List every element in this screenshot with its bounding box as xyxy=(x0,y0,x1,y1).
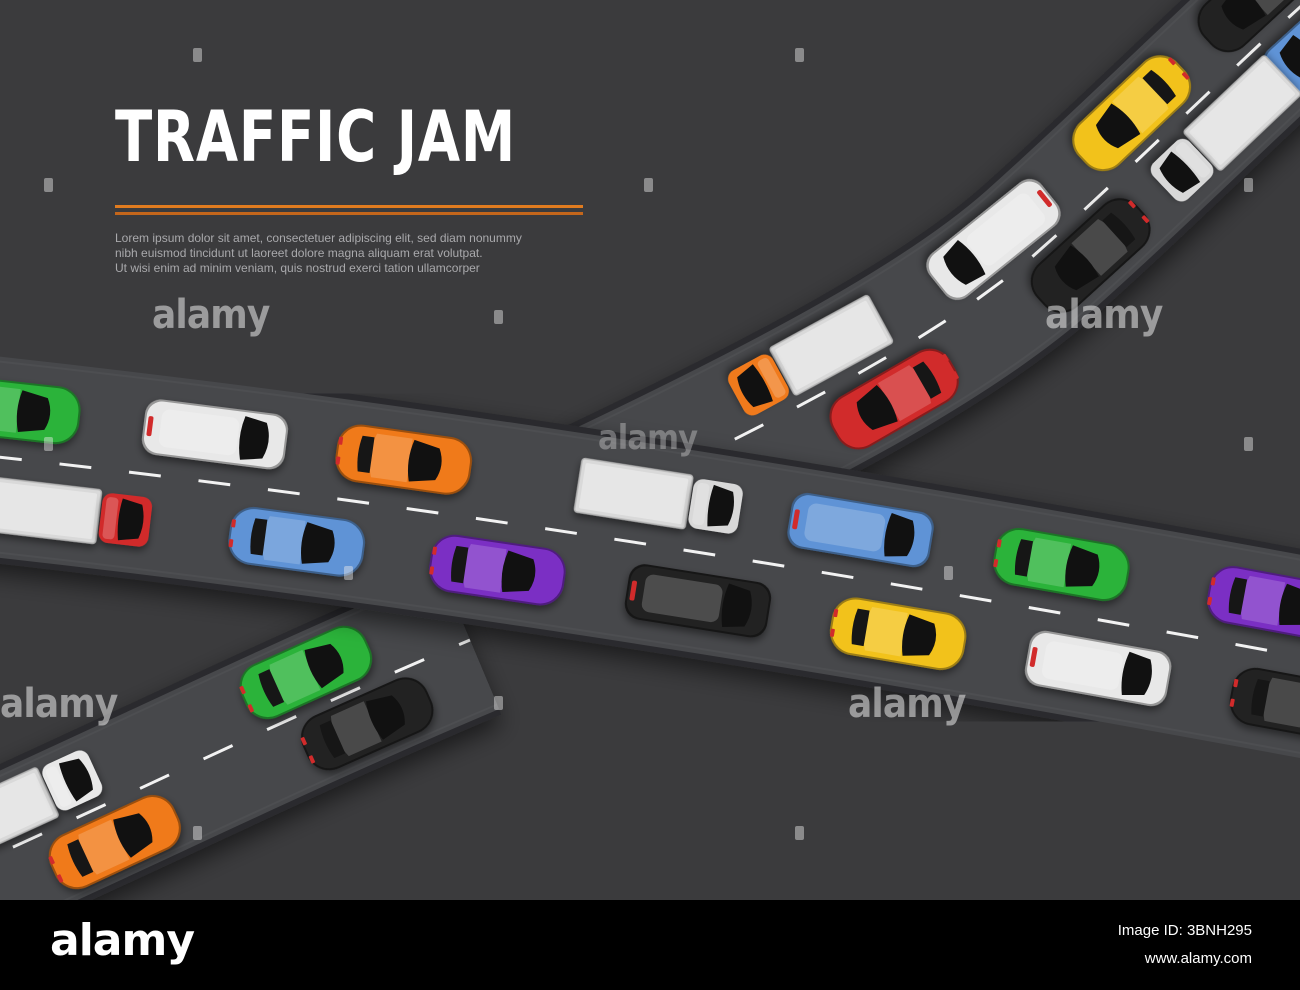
vehicle-van xyxy=(1024,630,1172,707)
body-line: Lorem ipsum dolor sit amet, consectetuer… xyxy=(115,231,522,245)
vehicle-truck xyxy=(728,295,894,416)
watermark-mark xyxy=(795,48,804,62)
image-id-label: Image ID: 3BNH295 xyxy=(1117,922,1252,939)
vehicle-car xyxy=(993,527,1130,602)
watermark-mark xyxy=(44,437,53,451)
road-lower xyxy=(0,565,502,900)
watermark-mark xyxy=(1244,178,1253,192)
vehicle-car xyxy=(829,597,967,671)
vehicle-car xyxy=(239,625,373,720)
vehicle-car xyxy=(0,376,81,445)
vehicle-van xyxy=(926,179,1061,301)
watermark-mark xyxy=(944,566,953,580)
road-upper xyxy=(563,0,1300,583)
vehicle-truck xyxy=(0,476,152,547)
watermark-mark xyxy=(1244,437,1253,451)
vehicle-car xyxy=(1197,0,1300,53)
vehicle-car xyxy=(429,534,566,606)
poster-body-text: Lorem ipsum dolor sit amet, consectetuer… xyxy=(115,231,595,276)
vehicle-truck xyxy=(1150,55,1300,202)
traffic-jam-poster: TRAFFIC JAM Lorem ipsum dolor sit amet, … xyxy=(0,0,1300,900)
vehicle-car xyxy=(1030,198,1151,313)
watermark-mark xyxy=(795,826,804,840)
vehicle-car xyxy=(335,424,472,495)
vehicle-car xyxy=(1229,667,1300,742)
body-line: nibh euismod tincidunt ut laoreet dolore… xyxy=(115,246,483,260)
watermark-mark xyxy=(193,826,202,840)
vehicle-car xyxy=(48,795,181,890)
vehicle-truck xyxy=(0,750,103,863)
vehicle-van xyxy=(1263,0,1300,95)
vehicle-car xyxy=(228,507,365,577)
vehicle-van xyxy=(624,564,772,638)
brand-logo: alamy xyxy=(50,915,195,966)
watermark-mark xyxy=(494,696,503,710)
footer-url: www.alamy.com xyxy=(1144,950,1252,967)
vehicle-truck xyxy=(573,457,743,534)
vehicle-car xyxy=(829,348,959,450)
watermark-mark xyxy=(193,48,202,62)
watermark-mark xyxy=(344,566,353,580)
roads-illustration xyxy=(0,0,1300,900)
title-underline-bottom xyxy=(115,212,583,215)
vehicle-van xyxy=(141,399,289,470)
watermark-mark xyxy=(494,310,503,324)
vehicle-car xyxy=(1072,55,1192,172)
road-main xyxy=(0,350,1300,765)
vehicle-car xyxy=(300,677,434,771)
stock-footer-bar: alamy Image ID: 3BNH295 www.alamy.com xyxy=(0,900,1300,990)
vehicle-car xyxy=(1207,566,1300,640)
title-underline-top xyxy=(115,205,583,208)
body-line: Ut wisi enim ad minim veniam, quis nostr… xyxy=(115,261,480,275)
poster-title: TRAFFIC JAM xyxy=(115,96,517,178)
watermark-mark xyxy=(644,178,653,192)
vehicle-van xyxy=(787,493,934,568)
watermark-mark xyxy=(44,178,53,192)
